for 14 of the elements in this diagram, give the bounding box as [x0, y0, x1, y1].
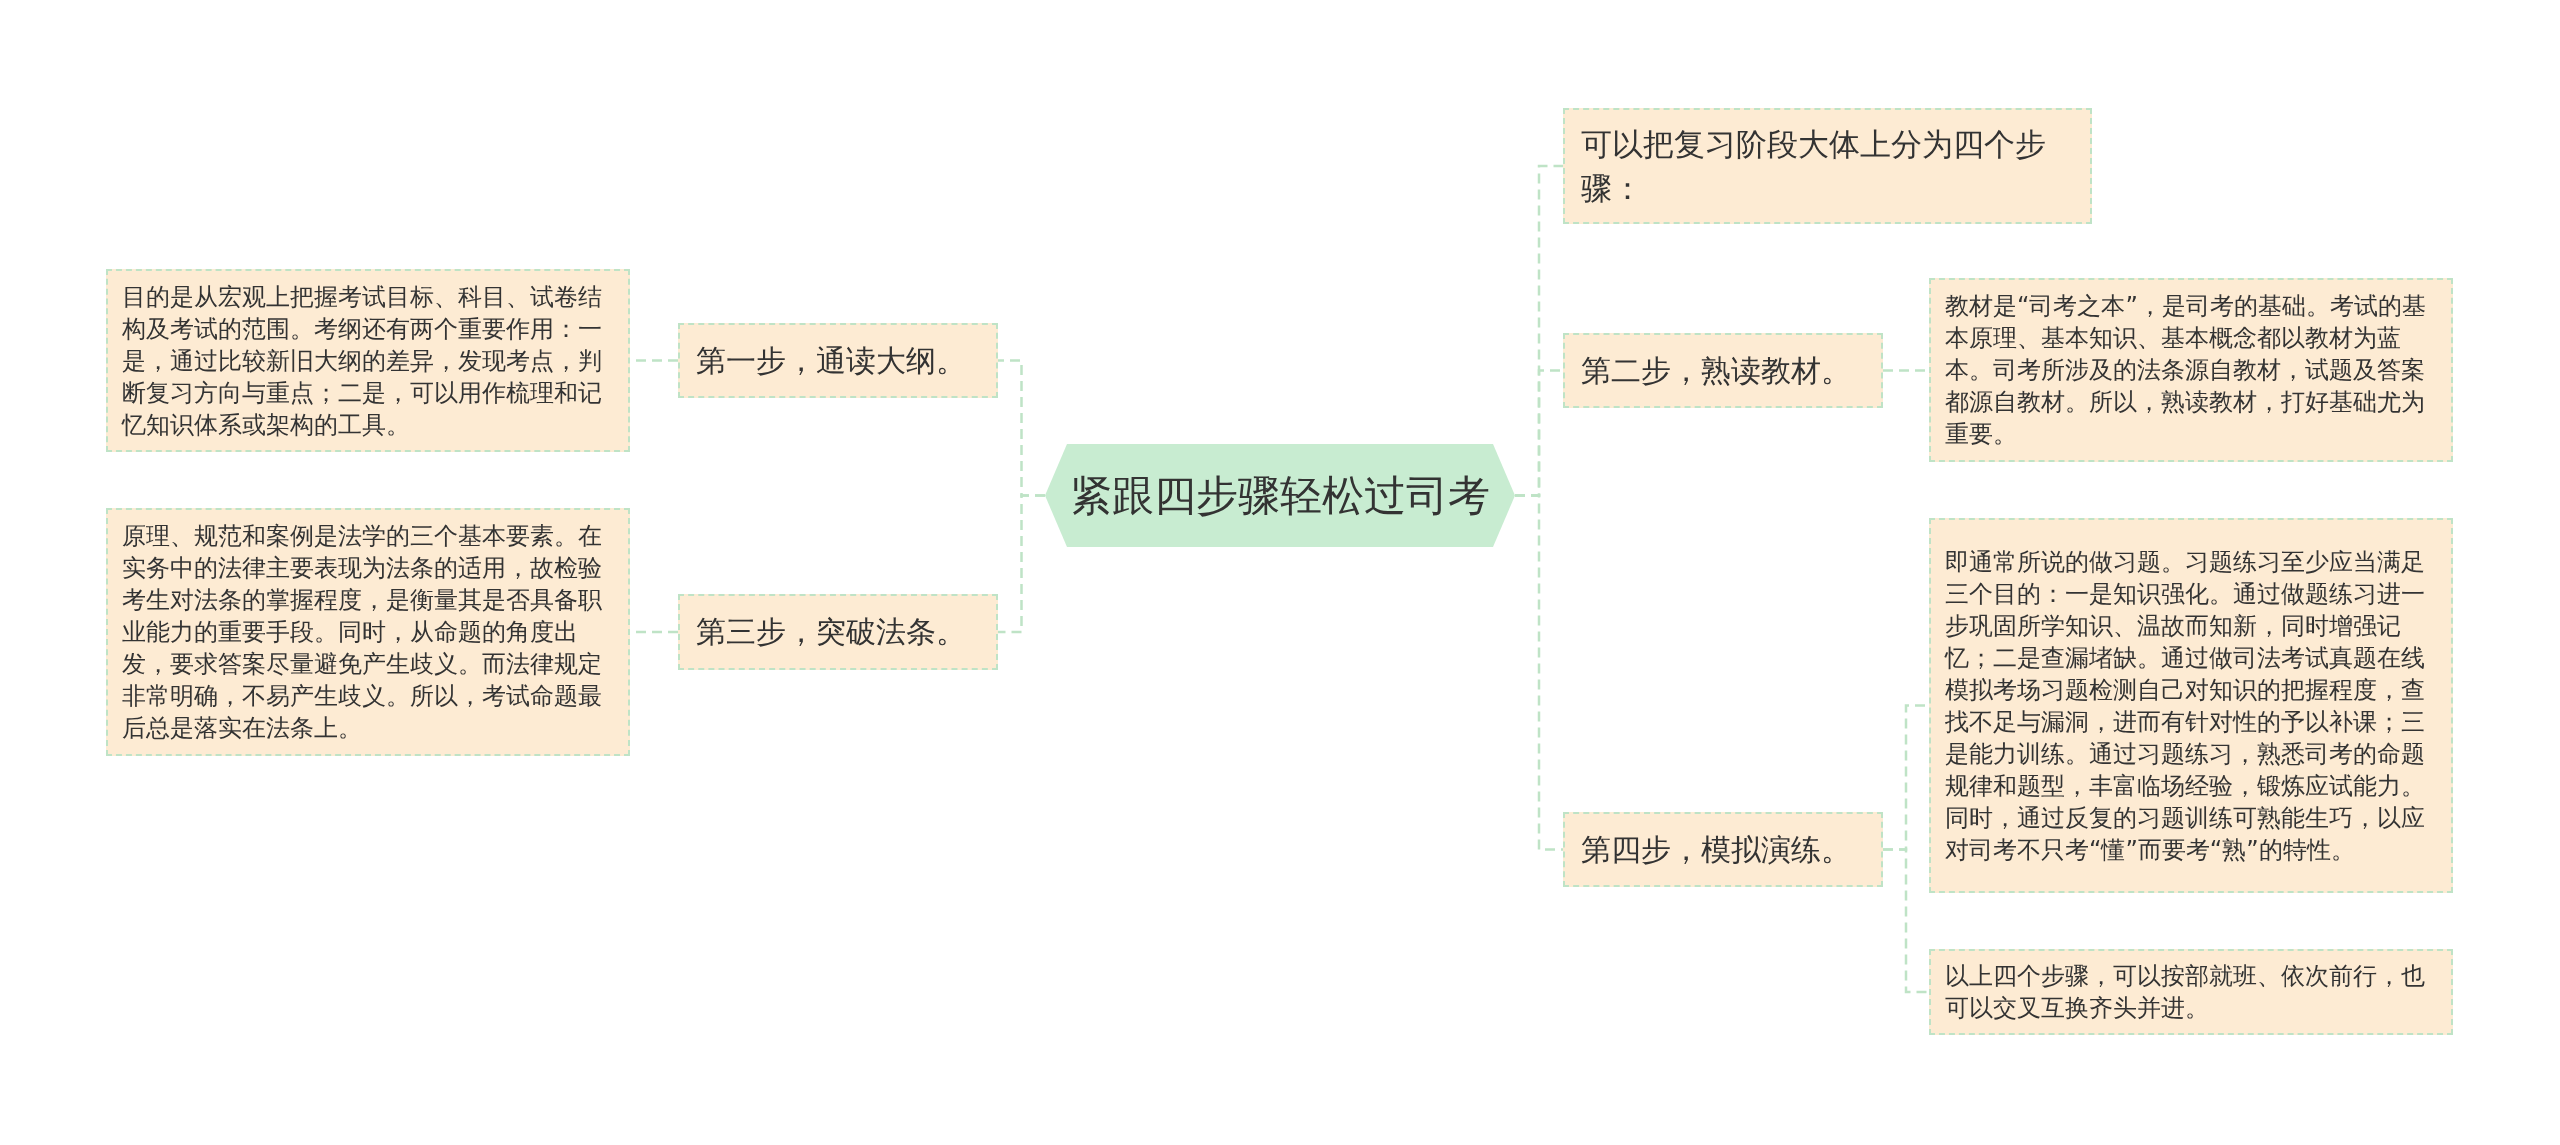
central-topic-hexagon: 紧跟四步骤轻松过司考	[1045, 444, 1515, 547]
topic-box: 第四步，模拟演练。	[1563, 812, 1883, 887]
topic-box: 第三步，突破法条。	[678, 594, 998, 670]
note-box: 目的是从宏观上把握考试目标、科目、试卷结构及考试的范围。考纲还有两个重要作用：一是，通过比较新旧大纲的差异，发现考点，判断复习方向与重点；二是，可以用作梳理和记忆知识体系或架构的工具。	[106, 269, 630, 452]
topic-box: 可以把复习阶段大体上分为四个步骤：	[1563, 108, 2092, 224]
note-box: 原理、规范和案例是法学的三个基本要素。在实务中的法律主要表现为法条的适用，故检验考生对法条的掌握程度，是衡量其是否具备职业能力的重要手段。同时，从命题的角度出发，要求答案尽量避免产生歧义。而法律规定非常明确，不易产生歧义。所以，考试命题最后总是落实在法条上。	[106, 508, 630, 756]
topic-box: 第二步，熟读教材。	[1563, 333, 1883, 408]
connector-line	[1883, 848, 1929, 994]
connector-line	[998, 494, 1045, 634]
note-box: 教材是“司考之本”，是司考的基础。考试的基本原理、基本知识、基本概念都以教材为蓝本。司考所涉及的法条源自教材，试题及答案都源自教材。所以，熟读教材，打好基础尤为重要。	[1929, 278, 2453, 462]
topic-box: 第一步，通读大纲。	[678, 323, 998, 398]
note-box: 以上四个步骤，可以按部就班、依次前行，也可以交叉互换齐头并进。	[1929, 949, 2453, 1035]
connector-line	[1515, 494, 1563, 851]
note-box: 即通常所说的做习题。习题练习至少应当满足三个目的：一是知识强化。通过做题练习进一步巩固所学知识、温故而知新，同时增强记忆；二是查漏堵缺。通过做司法考试真题在线模拟考场习题检测自己对知识的把握程度，查找不足与漏洞，进而有针对性的予以补课；三是能力训练。通过习题练习，熟悉司考的命题规律和题型，丰富临场经验，锻炼应试能力。同时，通过反复的习题训练可熟能生巧，以应对司考不只考“懂”而要考“熟”的特性。	[1929, 518, 2453, 893]
